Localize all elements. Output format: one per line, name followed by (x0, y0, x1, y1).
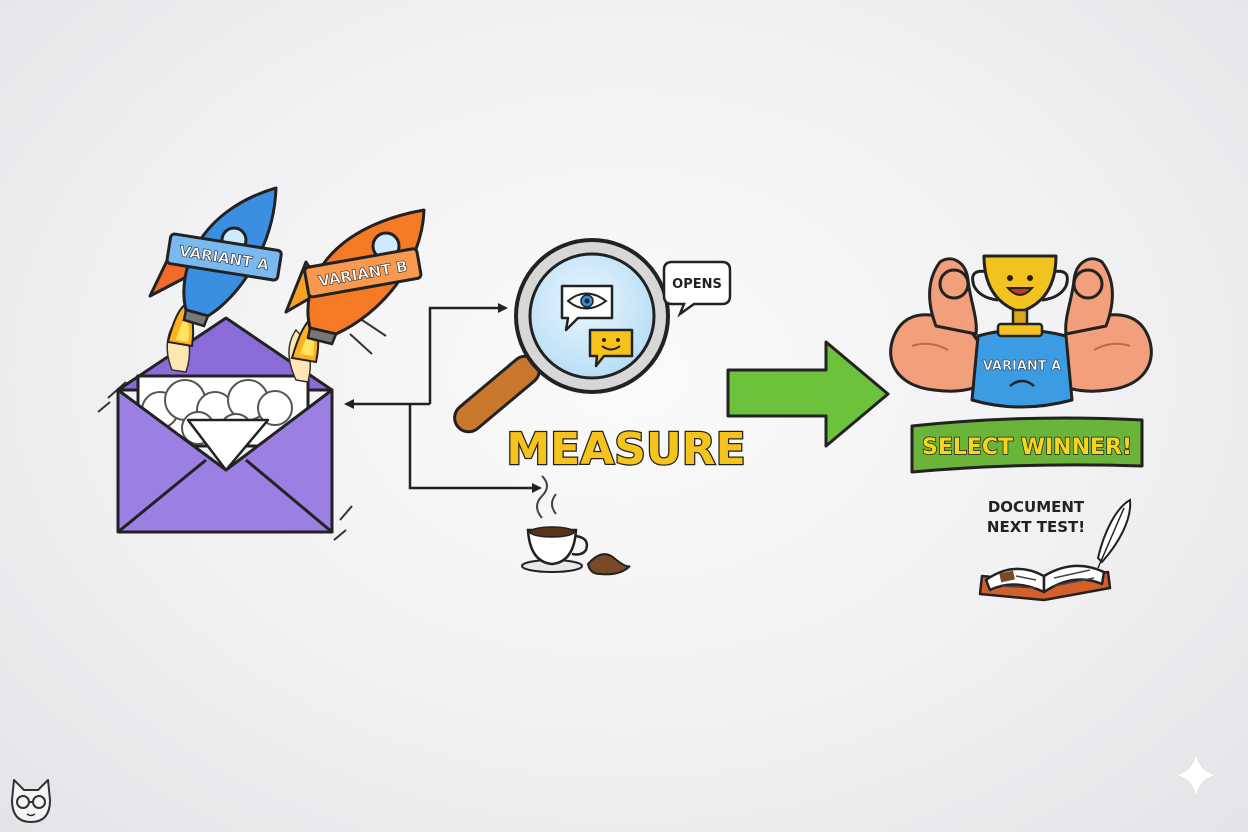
rocket-b-icon (284, 208, 426, 383)
winner-shirt-label: VARIANT A (983, 359, 1061, 374)
opens-label: OPENS (672, 277, 722, 292)
measure-label: MEASURE (506, 424, 745, 475)
trophy-icon (971, 254, 1069, 338)
cat-logo-icon (11, 779, 51, 823)
open-book-icon (978, 564, 1112, 602)
variant-a-tag: VARIANT A (165, 232, 283, 282)
eye-icon (560, 284, 614, 332)
select-winner-banner: SELECT WINNER! (910, 416, 1144, 474)
document-label-line1: DOCUMENT (988, 498, 1085, 516)
coffee-cup-icon (521, 475, 631, 576)
arrow-to-coffee (408, 404, 542, 493)
big-arrow-icon (726, 340, 890, 448)
connector-arrows (344, 303, 542, 493)
arrow-to-measure (428, 303, 508, 404)
magnifier-icon (453, 238, 670, 434)
document-label-line2: NEXT TEST! (987, 518, 1085, 536)
quill-icon (1096, 498, 1132, 569)
sparkle-icon (1173, 751, 1219, 799)
smile-chat-icon (588, 328, 634, 368)
select-winner-label: SELECT WINNER! (922, 435, 1132, 460)
opens-bubble: OPENS (662, 260, 732, 318)
winner-figure: VARIANT A (889, 257, 1153, 409)
